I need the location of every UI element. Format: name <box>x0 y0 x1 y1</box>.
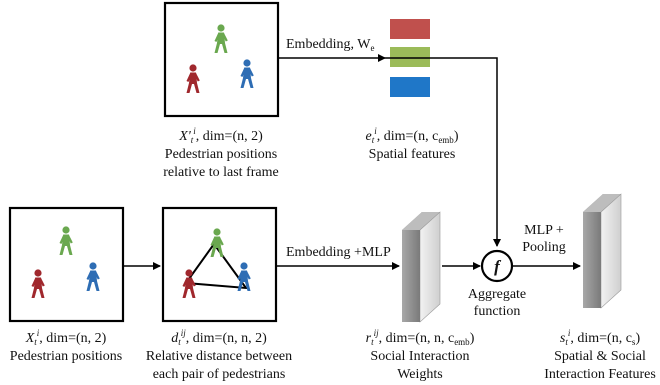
output-features-slab <box>583 193 622 309</box>
positions-var: Xti, dim=(n, 2) <box>25 328 107 347</box>
social-weights-caption-1: Social Interaction <box>370 349 469 364</box>
edge-mlp-pooling-1: MLP + <box>524 223 564 238</box>
social-weights-var: rtij, dim=(n, n, cemb) <box>366 328 475 347</box>
rel-distance-caption-2: each pair of pedestrians <box>153 367 286 382</box>
aggregate-caption-2: function <box>474 304 521 319</box>
feature-bar-blue <box>390 77 430 97</box>
edge-spatial-to-aggregate <box>385 57 501 247</box>
spatial-features-var: eti, dim=(n, cemb) <box>366 126 459 145</box>
social-weights-caption-2: Weights <box>397 367 443 382</box>
rel-distance-box <box>161 206 278 323</box>
aggregate-symbol: f <box>494 257 502 276</box>
rel-positions-var: X'ti, dim=(n, 2) <box>178 126 263 145</box>
spatial-features-caption: Spatial features <box>369 147 456 162</box>
rel-positions-box <box>163 1 280 118</box>
rel-distance-caption-1: Relative distance between <box>146 349 292 364</box>
output-caption-1: Spatial & Social <box>554 349 646 364</box>
feature-bar-red <box>390 19 430 39</box>
social-weights-slab <box>402 211 441 323</box>
positions-caption: Pedestrian positions <box>10 349 122 364</box>
output-caption-2: Interaction Features <box>544 367 656 382</box>
positions-box <box>8 206 125 323</box>
edge-embedding-mlp-label: Embedding +MLP <box>286 245 391 260</box>
edge-embedding-top-label: Embedding, We <box>286 37 375 53</box>
edge-mlp-pooling-2: Pooling <box>522 240 566 255</box>
rel-positions-caption-2: relative to last frame <box>163 165 278 180</box>
rel-positions-caption-1: Pedestrian positions <box>165 147 277 162</box>
rel-distance-var: dtij, dim=(n, n, 2) <box>171 328 267 347</box>
distance-triangle <box>184 242 249 290</box>
aggregate-caption-1: Aggregate <box>468 287 526 302</box>
feature-bar-green <box>390 47 430 67</box>
output-var: sti, dim=(n, cs) <box>560 328 641 347</box>
